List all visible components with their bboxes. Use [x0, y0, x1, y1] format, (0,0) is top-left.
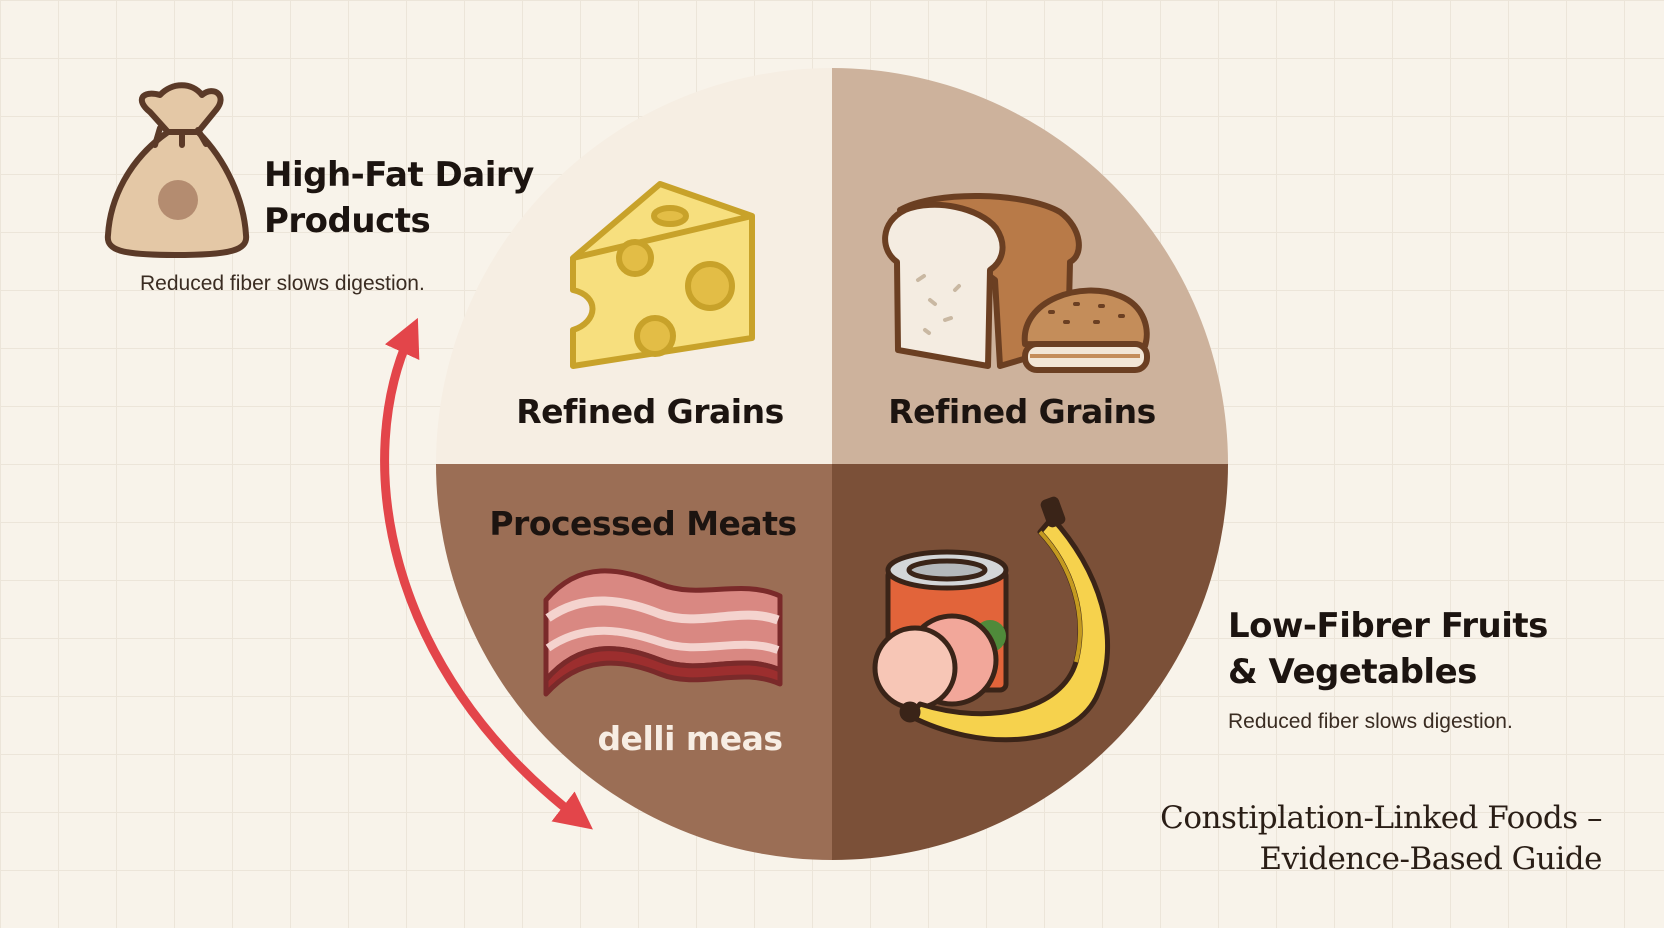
quadrant-sublabel-bottom-left: delli meas	[597, 719, 782, 758]
cheese-icon	[570, 181, 755, 369]
dairy-note: Reduced fiber slows digestion.	[140, 272, 425, 295]
fruit-veg-title-line2: & Vegetables	[1228, 652, 1477, 692]
quadrant-label-top-left: Refined Grains	[516, 392, 784, 431]
quadrant-pie	[436, 68, 1228, 860]
quadrant-label-bottom-left: Processed Meats	[489, 504, 796, 543]
fruit-veg-note: Reduced fiber slows digestion.	[1228, 710, 1513, 733]
bacon-icon	[543, 568, 783, 697]
bread-loaf-icon	[882, 193, 1150, 373]
double-arrow-icon	[380, 317, 593, 830]
banana-can-icon	[872, 496, 1111, 743]
page-title: Constiplation-Linked Foods – Evidence-Ba…	[1160, 798, 1602, 880]
quadrant-label-top-right: Refined Grains	[888, 392, 1156, 431]
dairy-title-line1: High-Fat Dairy	[264, 155, 534, 195]
page-title-line1: Constiplation-Linked Foods –	[1160, 800, 1602, 836]
page-title-line2: Evidence-Based Guide	[1259, 841, 1603, 877]
fruit-veg-title: Low-Fibrer Fruits & Vegetables	[1228, 603, 1548, 695]
fruit-veg-title-line1: Low-Fibrer Fruits	[1228, 606, 1548, 646]
dairy-title-line2: Products	[264, 201, 431, 241]
dairy-title: High-Fat Dairy Products	[264, 152, 534, 244]
sack-icon	[104, 82, 250, 258]
